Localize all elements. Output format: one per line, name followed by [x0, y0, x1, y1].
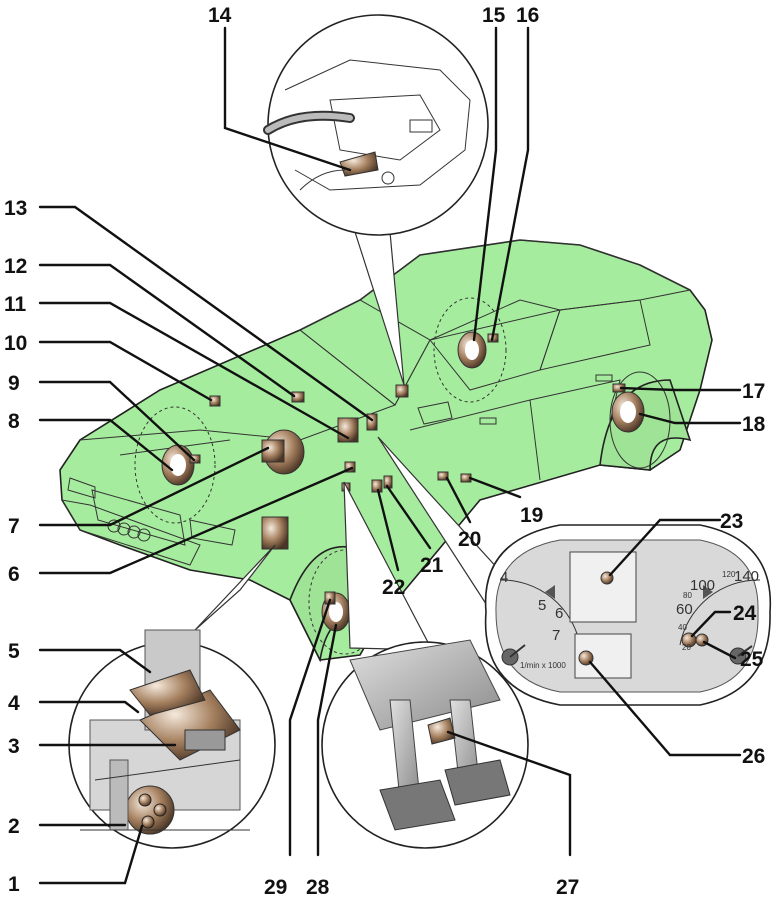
- callout-13: 13: [4, 197, 27, 220]
- callout-18: 18: [742, 413, 766, 436]
- callout-3: 3: [8, 735, 20, 758]
- callout-22: 22: [382, 576, 405, 599]
- callout-20: 20: [458, 528, 481, 551]
- callout-12: 12: [4, 255, 27, 278]
- callout-14: 14: [208, 4, 232, 27]
- callout-10: 10: [4, 332, 27, 355]
- detail-steering-column: [263, 14, 489, 386]
- tach-tick-7: 7: [552, 627, 560, 644]
- callout-21: 21: [420, 554, 444, 577]
- abs-hydraulic-unit: [261, 516, 289, 550]
- callout-27: 27: [556, 876, 579, 899]
- callout-6: 6: [8, 563, 20, 586]
- callout-labels: 1 2 3 4 5 6 7 8 9 10 11 12 13 14 15 16 1…: [4, 4, 766, 899]
- callout-11: 11: [4, 293, 27, 316]
- speedo-tick-140: 140: [734, 568, 759, 585]
- speedo-tick-60: 60: [676, 601, 693, 618]
- callout-26: 26: [742, 745, 765, 768]
- speedo-tick-100: 100: [690, 577, 715, 594]
- speedo-tick-120: 120: [722, 570, 736, 579]
- car-components: [161, 331, 645, 632]
- callout-4: 4: [8, 692, 20, 715]
- callout-17: 17: [742, 380, 765, 403]
- callout-8: 8: [8, 410, 20, 433]
- detail-instrument-cluster: 4 5 6 7 1/min x 1000 20 40 60 80 100 120…: [377, 436, 772, 706]
- tach-tick-6: 6: [555, 605, 563, 622]
- callout-28: 28: [306, 876, 330, 899]
- callout-16: 16: [516, 4, 539, 27]
- callout-19: 19: [520, 504, 543, 527]
- callout-23: 23: [720, 510, 743, 533]
- speedo-tick-80: 80: [683, 591, 692, 600]
- callout-25: 25: [740, 648, 764, 671]
- detail-pedal-cluster: [321, 481, 529, 849]
- callout-7: 7: [8, 515, 20, 538]
- callout-5: 5: [8, 640, 20, 663]
- callout-24: 24: [733, 602, 757, 625]
- callout-2: 2: [8, 815, 20, 838]
- tach-unit: 1/min x 1000: [520, 661, 566, 670]
- callout-15: 15: [482, 4, 506, 27]
- callout-29: 29: [264, 876, 287, 899]
- callout-1: 1: [8, 873, 20, 896]
- speedo-tick-20: 20: [682, 643, 691, 652]
- callout-9: 9: [8, 372, 20, 395]
- speedo-tick-40: 40: [678, 623, 687, 632]
- tach-tick-5: 5: [538, 597, 546, 614]
- tach-tick-4: 4: [500, 569, 508, 586]
- detail-abs-unit: [68, 544, 276, 849]
- leader-lines: [38, 26, 742, 885]
